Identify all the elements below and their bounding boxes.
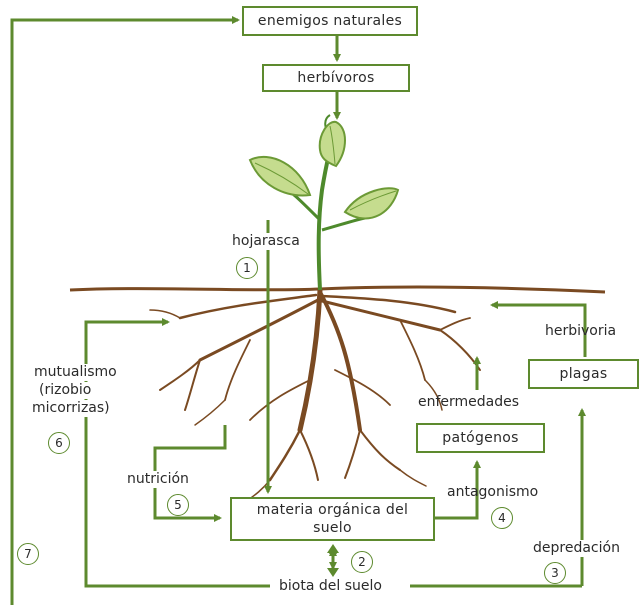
ground-line (69, 285, 606, 294)
label-antagonismo: antagonismo (447, 484, 539, 500)
box-plagas: plagas (528, 359, 639, 389)
label-nutricion: nutrición (124, 471, 192, 488)
step-7-badge: 7 (17, 543, 39, 565)
box-materia-label-2: suelo (313, 520, 352, 536)
label-hojarasca: hojarasca (230, 233, 302, 250)
label-mutualismo-2: (rizobio (39, 382, 92, 399)
box-enemigos-naturales: enemigos naturales (242, 6, 418, 36)
box-plagas-label: plagas (559, 366, 608, 382)
box-patogenos-label: patógenos (442, 430, 519, 446)
box-materia-organica: materia orgánica del suelo (230, 497, 435, 541)
double-arrow-heads (327, 544, 339, 577)
arrow-antagonismo (434, 460, 481, 520)
label-mutualismo-1: mutualismo (34, 364, 117, 381)
plant (248, 114, 400, 291)
box-herbivoros: herbívoros (262, 64, 410, 92)
arrow-nutricion (153, 425, 227, 522)
box-patogenos: patógenos (416, 423, 545, 453)
arrow-herbivoria (490, 301, 587, 357)
step-5-badge: 5 (167, 494, 189, 516)
label-mutualismo-3: micorrizas) (32, 400, 110, 417)
loop-7-line (10, 16, 240, 605)
label-biota-del-suelo: biota del suelo (275, 578, 386, 595)
step-1-badge: 1 (236, 257, 258, 279)
arrow-mutualismo (84, 318, 270, 588)
step-4-badge: 4 (491, 507, 513, 529)
connectors (10, 16, 587, 605)
label-enfermedades: enfermedades (418, 394, 520, 410)
step-6-badge: 6 (48, 432, 70, 454)
label-herbivoria: herbivoria (545, 323, 617, 339)
box-materia-label-1: materia orgánica del (256, 502, 409, 518)
box-herbivoros-label: herbívoros (297, 70, 375, 86)
label-depredacion: depredación (531, 540, 622, 557)
step-2-badge: 2 (351, 551, 373, 573)
step-3-badge: 3 (544, 562, 566, 584)
box-enemigos-naturales-label: enemigos naturales (257, 13, 403, 29)
